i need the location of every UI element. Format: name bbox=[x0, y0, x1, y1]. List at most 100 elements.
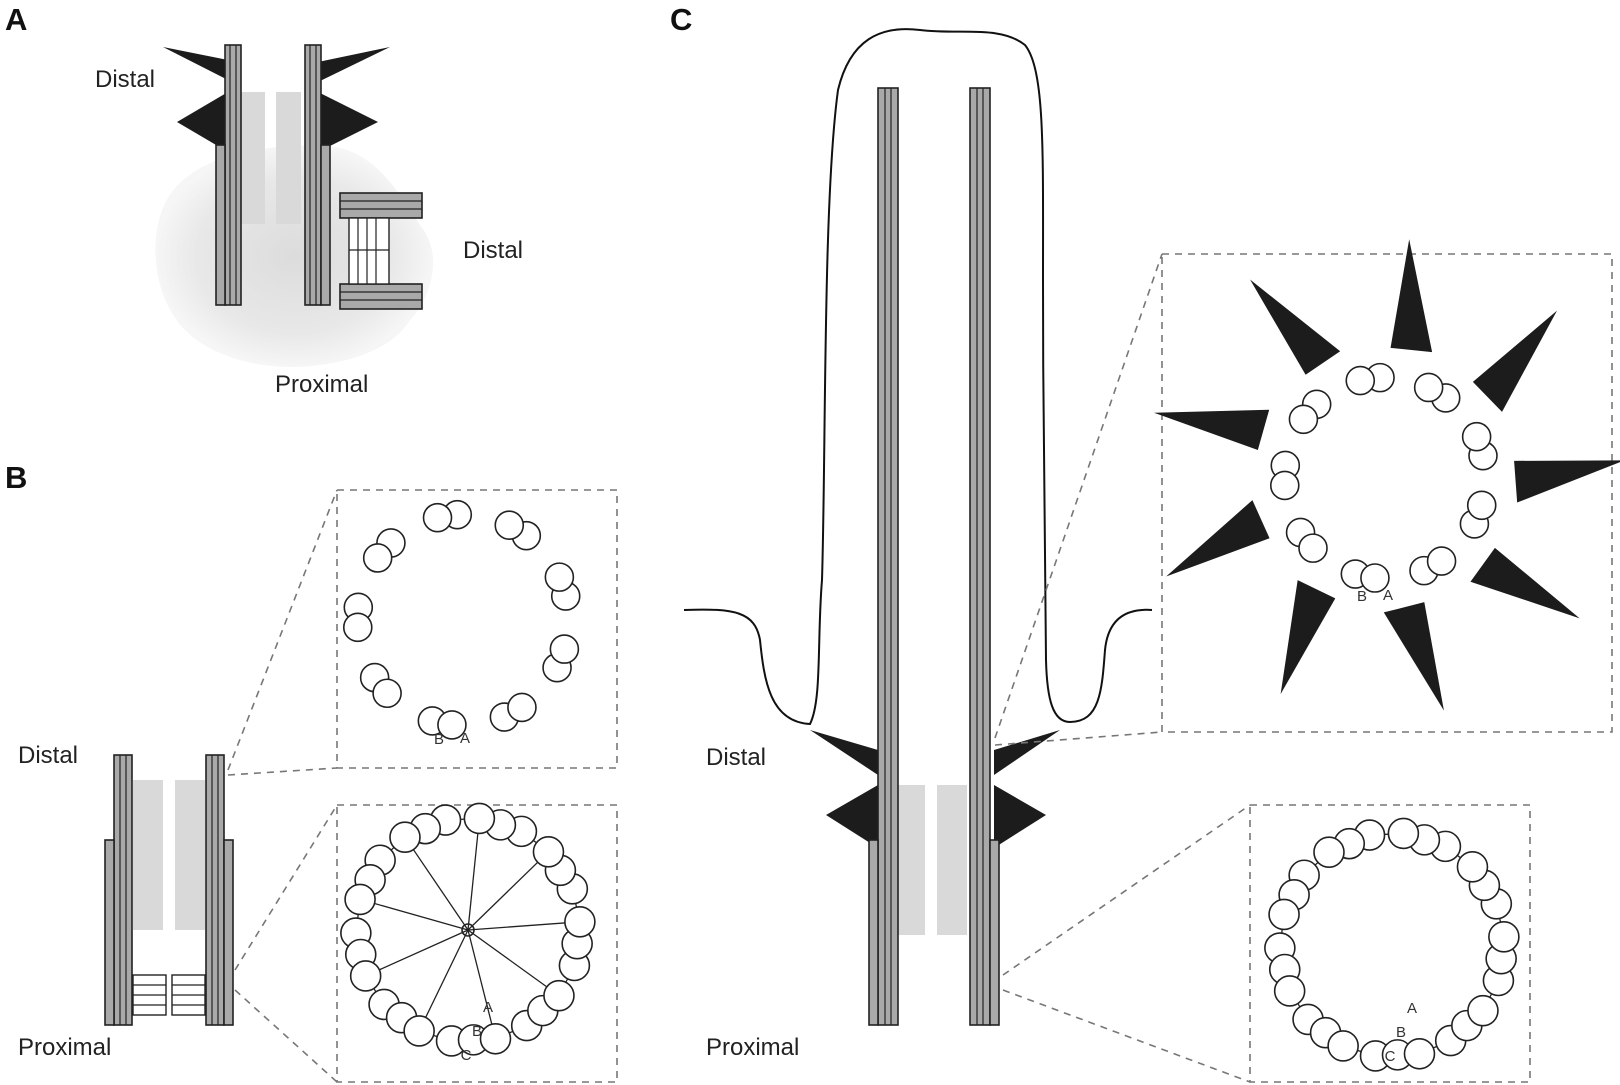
doublet-microtubule bbox=[549, 634, 580, 664]
label-a-distal-side: Distal bbox=[463, 237, 523, 264]
triplet-microtubule bbox=[389, 821, 421, 853]
panel-b-letter: B bbox=[5, 460, 27, 495]
lumen-bar-left bbox=[240, 92, 265, 224]
ciliary-membrane bbox=[683, 28, 1153, 726]
label-c-doublet-a: A bbox=[1383, 587, 1393, 604]
label-c-triplet-b: B bbox=[1396, 1024, 1406, 1041]
lumen-bar-right bbox=[175, 780, 205, 930]
label-c-triplet-a: A bbox=[1407, 1000, 1417, 1017]
doublet-microtubule bbox=[1461, 421, 1492, 452]
cartwheel-spoke bbox=[467, 929, 560, 997]
cartwheel-spoke bbox=[359, 898, 469, 931]
doublet-microtubule bbox=[1466, 490, 1497, 521]
panel-b: B bbox=[5, 460, 618, 1083]
panel-a-letter: A bbox=[5, 2, 27, 37]
doublet-microtubule bbox=[1345, 365, 1376, 396]
distal-appendage-right bbox=[994, 730, 1060, 775]
zoom-line bbox=[1002, 989, 1251, 1083]
triplet-microtubule bbox=[1467, 994, 1499, 1027]
distal-appendage-blade bbox=[1472, 310, 1558, 412]
doublet-microtubule bbox=[1426, 546, 1457, 576]
triplet-microtubule bbox=[1327, 1030, 1359, 1062]
triplet-microtubule bbox=[1456, 851, 1489, 883]
triplet-microtubule bbox=[1313, 836, 1345, 868]
doublet-microtubule bbox=[362, 543, 393, 573]
label-b-proximal: Proximal bbox=[18, 1034, 111, 1061]
triplet-microtubule bbox=[1403, 1037, 1436, 1070]
label-c-distal: Distal bbox=[706, 744, 766, 771]
distal-appendage-blade bbox=[1390, 239, 1433, 353]
doublet-microtubule bbox=[1269, 470, 1300, 501]
distal-appendage-blade bbox=[1154, 409, 1270, 450]
doublet-microtubule bbox=[422, 502, 453, 533]
subdistal-appendage-right bbox=[994, 785, 1046, 848]
label-b-triplet-a: A bbox=[483, 999, 493, 1016]
label-b-doublet-b: B bbox=[434, 731, 444, 748]
axoneme-wall-right bbox=[969, 87, 1000, 1026]
distal-appendage-blade bbox=[1250, 279, 1341, 375]
label-b-doublet-a: A bbox=[460, 730, 470, 747]
distal-appendage-left bbox=[163, 47, 228, 80]
axoneme-wall-left bbox=[868, 87, 899, 1026]
cartwheel-stack bbox=[132, 974, 206, 1016]
triplet-microtubule bbox=[1488, 921, 1520, 953]
lumen-bar-left bbox=[133, 780, 163, 930]
cartwheel-spoke bbox=[365, 929, 469, 977]
centriole-wall-right bbox=[205, 754, 234, 1026]
inset-distal-section bbox=[336, 489, 618, 769]
daughter-centriole bbox=[339, 192, 423, 310]
cartwheel-spoke bbox=[404, 836, 469, 931]
zoom-line bbox=[227, 767, 338, 776]
triplet-ring-cartwheel bbox=[340, 802, 596, 1057]
inset-proximal-section bbox=[336, 804, 618, 1083]
triplet-microtubule bbox=[463, 802, 496, 835]
distal-appendage-blade bbox=[1514, 460, 1620, 503]
label-c-proximal: Proximal bbox=[706, 1034, 799, 1061]
triplet-ring-proximal bbox=[1264, 817, 1520, 1072]
distal-appendage-blade bbox=[1280, 580, 1336, 695]
doublet-microtubule bbox=[342, 612, 373, 643]
doublet-microtubule bbox=[437, 710, 467, 740]
distal-appendage-blade bbox=[1470, 547, 1580, 619]
subdistal-appendage-right bbox=[318, 92, 378, 152]
mother-centriole-wall-right bbox=[304, 44, 331, 306]
label-b-triplet-c: C bbox=[461, 1047, 472, 1064]
zoom-line bbox=[234, 804, 338, 971]
doublet-microtubule bbox=[507, 692, 537, 723]
triplet-microtubule bbox=[564, 906, 596, 938]
triplet-microtubule bbox=[479, 1022, 512, 1055]
distal-appendage-blade bbox=[1383, 602, 1444, 711]
label-c-triplet-c: C bbox=[1385, 1048, 1396, 1065]
triplet-microtubule bbox=[543, 979, 575, 1012]
doublet-microtubule bbox=[494, 510, 525, 541]
doublet-ring-transition-zone bbox=[1269, 362, 1498, 593]
subdistal-appendage-left bbox=[177, 92, 228, 152]
doublet-microtubule bbox=[1413, 372, 1444, 403]
zoom-line bbox=[994, 731, 1163, 746]
triplet-microtubule bbox=[403, 1015, 435, 1047]
panel-a: A bbox=[5, 2, 523, 398]
lumen-bar-left bbox=[895, 785, 925, 935]
distal-appendage-blade bbox=[1166, 500, 1270, 577]
doublet-microtubule bbox=[544, 562, 575, 592]
panel-c-letter: C bbox=[670, 2, 692, 37]
label-c-doublet-b: B bbox=[1357, 588, 1367, 605]
zoom-line bbox=[994, 253, 1163, 739]
zoom-line bbox=[227, 489, 338, 771]
doublet-microtubule bbox=[1288, 404, 1319, 435]
mother-centriole-wall-left bbox=[215, 44, 242, 306]
label-b-distal: Distal bbox=[18, 742, 78, 769]
distal-appendage-right bbox=[318, 47, 390, 82]
distal-appendage-ring bbox=[1154, 239, 1620, 711]
triplet-microtubule bbox=[349, 960, 382, 992]
label-b-triplet-b: B bbox=[472, 1023, 482, 1040]
inset-proximal-section bbox=[1249, 804, 1531, 1083]
doublet-ring-distal bbox=[342, 499, 581, 740]
distal-appendage-left bbox=[810, 730, 878, 775]
zoom-line bbox=[1002, 804, 1251, 976]
lumen-bar-right bbox=[276, 92, 301, 224]
doublet-microtubule bbox=[372, 678, 402, 709]
inset-transition-zone bbox=[1161, 253, 1613, 733]
lumen-bar-right bbox=[937, 785, 967, 935]
